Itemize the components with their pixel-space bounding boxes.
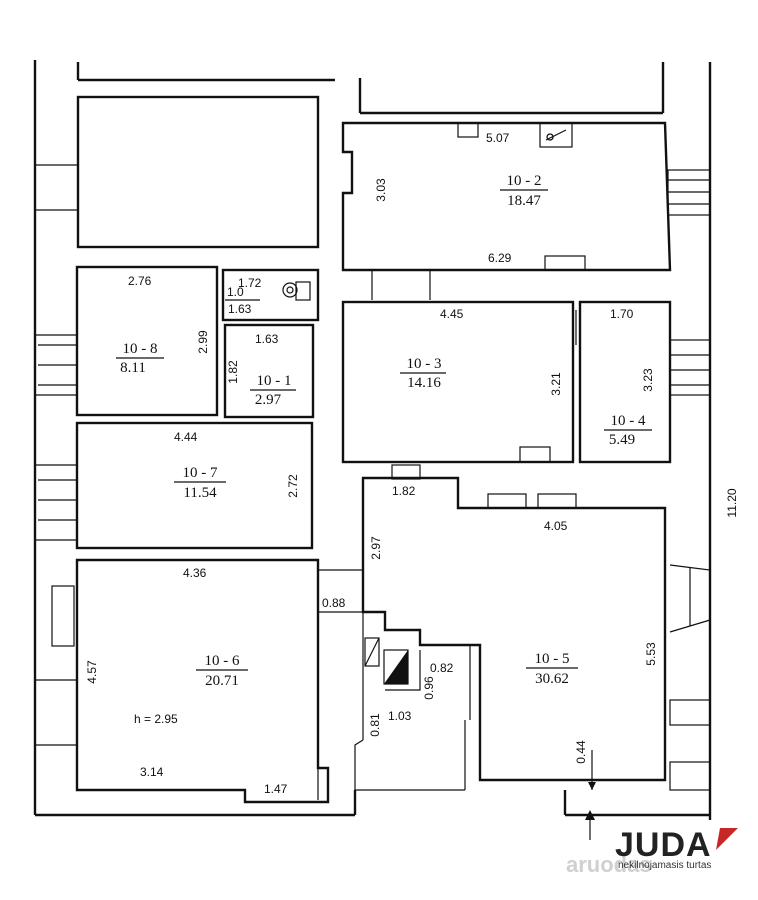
room-area: 18.47 <box>507 193 541 209</box>
dim-label: 2.99 <box>196 330 210 354</box>
dim-label: 4.36 <box>183 566 207 580</box>
ceiling-height: h = 2.95 <box>134 712 178 726</box>
dim-label: 11.20 <box>725 488 739 517</box>
room-id: 10 - 7 <box>183 465 218 481</box>
room-10-7: 10 - 7 11.54 <box>174 465 226 501</box>
room-10-6: 10 - 6 20.71 <box>196 653 248 689</box>
dim-label: 5.53 <box>644 642 658 666</box>
dim-label: 4.57 <box>85 660 99 684</box>
dim-label: 0.88 <box>322 596 346 610</box>
room-id: 10 - 1 <box>257 373 292 389</box>
dim-label: 1.47 <box>264 782 288 796</box>
dim-label: 4.44 <box>174 430 198 444</box>
room-area: 5.49 <box>609 432 635 448</box>
room-id: 10 - 8 <box>123 341 158 357</box>
dim-label: 1.03 <box>388 709 412 723</box>
dim-label: 2.76 <box>128 274 152 288</box>
dim-label: 4.05 <box>544 519 568 533</box>
room-10-1: 10 - 1 2.97 <box>250 373 296 408</box>
room-10-3: 10 - 3 14.16 <box>400 356 446 391</box>
logo-brand: JUDA <box>615 826 712 864</box>
room-id: 10 - 4 <box>611 413 646 429</box>
room-id: 10 - 3 <box>407 356 442 372</box>
dim-label: 1.82 <box>226 360 240 384</box>
dim-label: 1.82 <box>392 484 416 498</box>
dim-label: 6.29 <box>488 251 512 265</box>
room-area: 2.97 <box>255 392 282 408</box>
room-area: 11.54 <box>183 485 217 501</box>
dim-label: 4.45 <box>440 307 464 321</box>
dim-label: 1.63 <box>228 302 252 316</box>
dim-label: 5.07 <box>486 131 510 145</box>
room-10-8: 10 - 8 8.11 <box>116 341 164 376</box>
room-10-4: 10 - 4 5.49 <box>604 413 652 448</box>
room-id: 10 - 2 <box>507 173 542 189</box>
dim-label: 3.23 <box>641 368 655 392</box>
room-area: 8.11 <box>120 360 146 376</box>
room-id: 10 - 6 <box>205 653 240 669</box>
room-area: 20.71 <box>205 673 239 689</box>
dim-label: 3.14 <box>140 765 164 779</box>
dim-label: 2.97 <box>369 536 383 560</box>
dim-label: 0.82 <box>430 661 454 675</box>
juda-logo: aruodas JUDA nekilnojamasis turtas <box>566 826 738 877</box>
dim-label: 2.72 <box>286 474 300 498</box>
dim-label: 1.72 <box>238 276 262 290</box>
dim-label: 3.03 <box>374 178 388 202</box>
room-labels: 10 - 2 18.47 10 - 8 8.11 10 - 1 2.97 10 … <box>116 173 652 689</box>
room-outlines <box>75 95 672 804</box>
watermark-text: aruodas <box>566 852 652 877</box>
dim-label: 1.0 <box>227 285 244 299</box>
dimension-labels: 5.07 3.03 6.29 2.76 2.99 1.72 1.0 1.63 1… <box>85 131 739 796</box>
dim-label: 1.63 <box>255 332 279 346</box>
room-10-5: 10 - 5 30.62 <box>526 651 578 687</box>
room-area: 30.62 <box>535 671 569 687</box>
logo-tagline: nekilnojamasis turtas <box>618 860 711 871</box>
partitions <box>225 122 596 840</box>
room-id: 10 - 5 <box>535 651 570 667</box>
dim-label: 0.44 <box>574 740 588 764</box>
logo-accent-icon <box>716 828 738 850</box>
dim-label: 3.21 <box>549 372 563 396</box>
dim-label: 0.96 <box>422 676 436 700</box>
dim-label: 0.81 <box>368 713 382 737</box>
dim-label: 1.70 <box>610 307 634 321</box>
room-area: 14.16 <box>407 375 441 391</box>
room-10-2: 10 - 2 18.47 <box>500 173 548 209</box>
